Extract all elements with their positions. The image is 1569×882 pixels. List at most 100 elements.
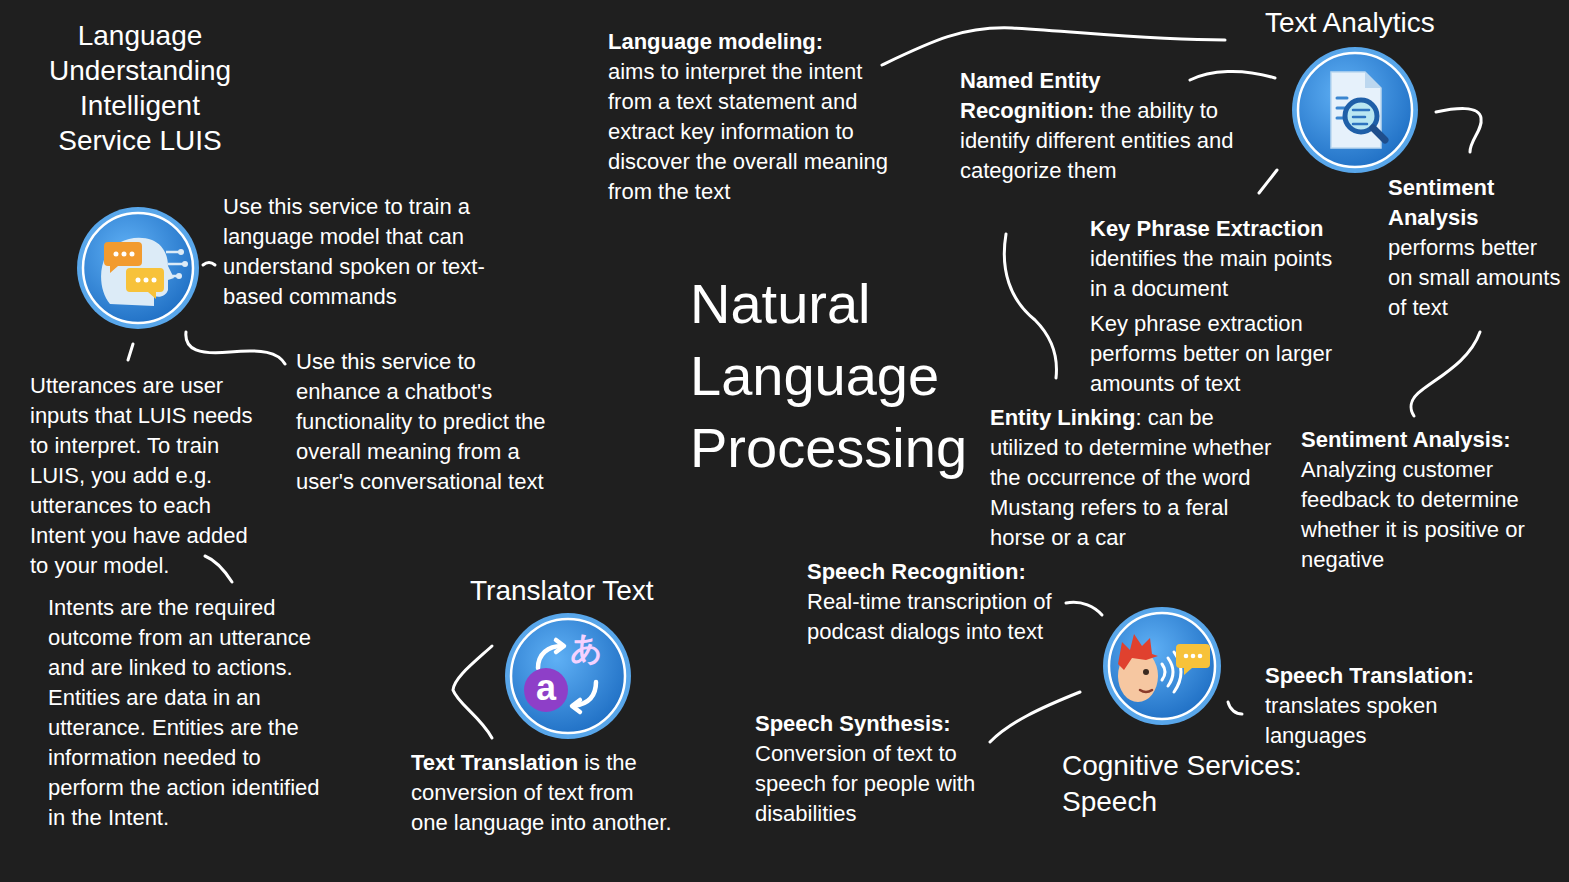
text-block: Sentiment Analysis:Analyzing customer fe… xyxy=(1301,425,1563,575)
translator-icon xyxy=(504,612,632,740)
text-block: Use this service to enhance a chatbot's … xyxy=(296,347,558,497)
icon-part xyxy=(1353,110,1369,124)
description-text: Key phrase extraction performs better on… xyxy=(1090,311,1332,396)
description-text: Intents are the required outcome from an… xyxy=(48,595,320,830)
icon-part xyxy=(1298,53,1412,167)
icon-part xyxy=(1198,654,1203,659)
feature-name: Sentiment Analysis: xyxy=(1301,425,1563,455)
leader-line xyxy=(1228,702,1242,714)
text-block: Key Phrase Extractionidentifies the main… xyxy=(1090,214,1352,304)
icon-part xyxy=(1109,613,1215,719)
leader-line xyxy=(453,646,492,738)
description-text: performs better on small amounts of text xyxy=(1388,235,1560,320)
service-icon: Translator Textあa xyxy=(504,612,632,740)
description-text: aims to interpret the intent from a text… xyxy=(608,59,888,204)
icon-part xyxy=(114,252,119,257)
icon-part xyxy=(1191,654,1196,659)
service-heading: Language Understanding Intelligent Servi… xyxy=(35,18,245,158)
leader-line xyxy=(990,692,1080,742)
feature-name: Entity Linking xyxy=(990,405,1135,430)
feature-name: Text Translation xyxy=(411,750,578,775)
icon-part xyxy=(1184,654,1189,659)
description-text: Real-time transcription of podcast dialo… xyxy=(807,589,1052,644)
description-text: translates spoken languages xyxy=(1265,693,1437,748)
text-block: Use this service to train a language mod… xyxy=(223,192,493,312)
icon-part xyxy=(572,700,580,712)
leader-line xyxy=(203,263,215,266)
icon-part xyxy=(1176,644,1210,675)
feature-name: Sentiment Analysis xyxy=(1388,173,1566,233)
leader-line xyxy=(1190,71,1275,80)
feature-name: Speech Translation: xyxy=(1265,661,1505,691)
icon-part xyxy=(122,252,127,257)
service-icon: Text Analytics xyxy=(1291,46,1419,174)
text-analytics-icon xyxy=(1291,46,1419,174)
text-block: Text Translationis the conversion of tex… xyxy=(411,748,676,838)
icon-part xyxy=(556,640,564,652)
service-heading: Cognitive Services: Speech xyxy=(1062,748,1342,820)
icon-glyph: あ xyxy=(566,628,606,668)
text-block: Speech Synthesis:Conversion of text to s… xyxy=(755,709,1010,829)
leader-line xyxy=(186,332,285,364)
icon-glyph: a xyxy=(526,666,566,710)
service-icon: Cognitive Services: Speech xyxy=(1102,606,1222,726)
feature-name: Language modeling: xyxy=(608,27,898,57)
feature-name: Key Phrase Extraction xyxy=(1090,214,1352,244)
description-text: identifies the main points in a document xyxy=(1090,246,1332,301)
icon-part xyxy=(1331,72,1381,148)
icon-part xyxy=(182,261,188,267)
icon-part xyxy=(101,238,174,306)
icon-part xyxy=(1118,634,1158,670)
icon-part xyxy=(505,613,631,739)
icon-part xyxy=(1143,669,1149,675)
leader-line xyxy=(882,28,1225,65)
icon-part xyxy=(152,278,157,283)
service-heading: Text Analytics xyxy=(1265,5,1435,40)
icon-part xyxy=(176,273,182,279)
icon-part xyxy=(130,252,135,257)
icon-part xyxy=(1140,690,1152,692)
icon-part xyxy=(1373,128,1385,140)
leader-line xyxy=(1004,234,1056,378)
description-text: Utterances are user inputs that LUIS nee… xyxy=(30,373,253,578)
icon-part xyxy=(511,619,625,733)
icon-part xyxy=(178,249,184,255)
icon-part xyxy=(128,28,1481,742)
leader-line xyxy=(128,344,133,360)
leader-line xyxy=(1411,332,1480,416)
text-block: Language modeling:aims to interpret the … xyxy=(608,27,898,207)
speech-icon xyxy=(1102,606,1222,726)
icon-part xyxy=(136,278,141,283)
icon-part xyxy=(77,207,199,329)
text-block: Sentiment Analysisperforms better on sma… xyxy=(1388,173,1566,323)
text-block: Named Entity Recognition:the ability to … xyxy=(960,66,1240,186)
icon-part xyxy=(144,278,149,283)
text-block: Intents are the required outcome from an… xyxy=(48,593,320,833)
service-heading: Translator Text xyxy=(470,573,654,608)
text-block: Speech Recognition:Real-time transcripti… xyxy=(807,557,1062,647)
icon-part xyxy=(126,268,164,299)
text-block: Utterances are user inputs that LUIS nee… xyxy=(30,371,268,581)
luis-icon xyxy=(76,206,200,330)
feature-name: Speech Recognition: xyxy=(807,557,1062,587)
service-icon: Language Understanding Intelligent Servi… xyxy=(76,206,200,330)
leader-line xyxy=(1436,109,1481,152)
icon-part xyxy=(1292,47,1418,173)
leader-line xyxy=(205,556,232,582)
text-block: Key phrase extraction performs better on… xyxy=(1090,309,1352,399)
diagram-title: Natural Language Processing xyxy=(690,268,990,484)
leader-line xyxy=(1259,170,1277,193)
icon-part xyxy=(166,252,184,276)
description-text: Analyzing customer feedback to determine… xyxy=(1301,457,1525,572)
text-block: Speech Translation:translates spoken lan… xyxy=(1265,661,1505,751)
text-block: Entity Linking: can be utilized to deter… xyxy=(990,403,1280,553)
description-text: Use this service to enhance a chatbot's … xyxy=(296,349,545,494)
icon-part xyxy=(83,213,193,323)
feature-name: Speech Synthesis: xyxy=(755,709,1010,739)
description-text: Conversion of text to speech for people … xyxy=(755,741,975,826)
icon-part xyxy=(1103,607,1221,725)
icon-part xyxy=(1365,72,1381,88)
feature-name: Named Entity Recognition: xyxy=(960,68,1101,123)
leader-line xyxy=(1066,602,1102,615)
